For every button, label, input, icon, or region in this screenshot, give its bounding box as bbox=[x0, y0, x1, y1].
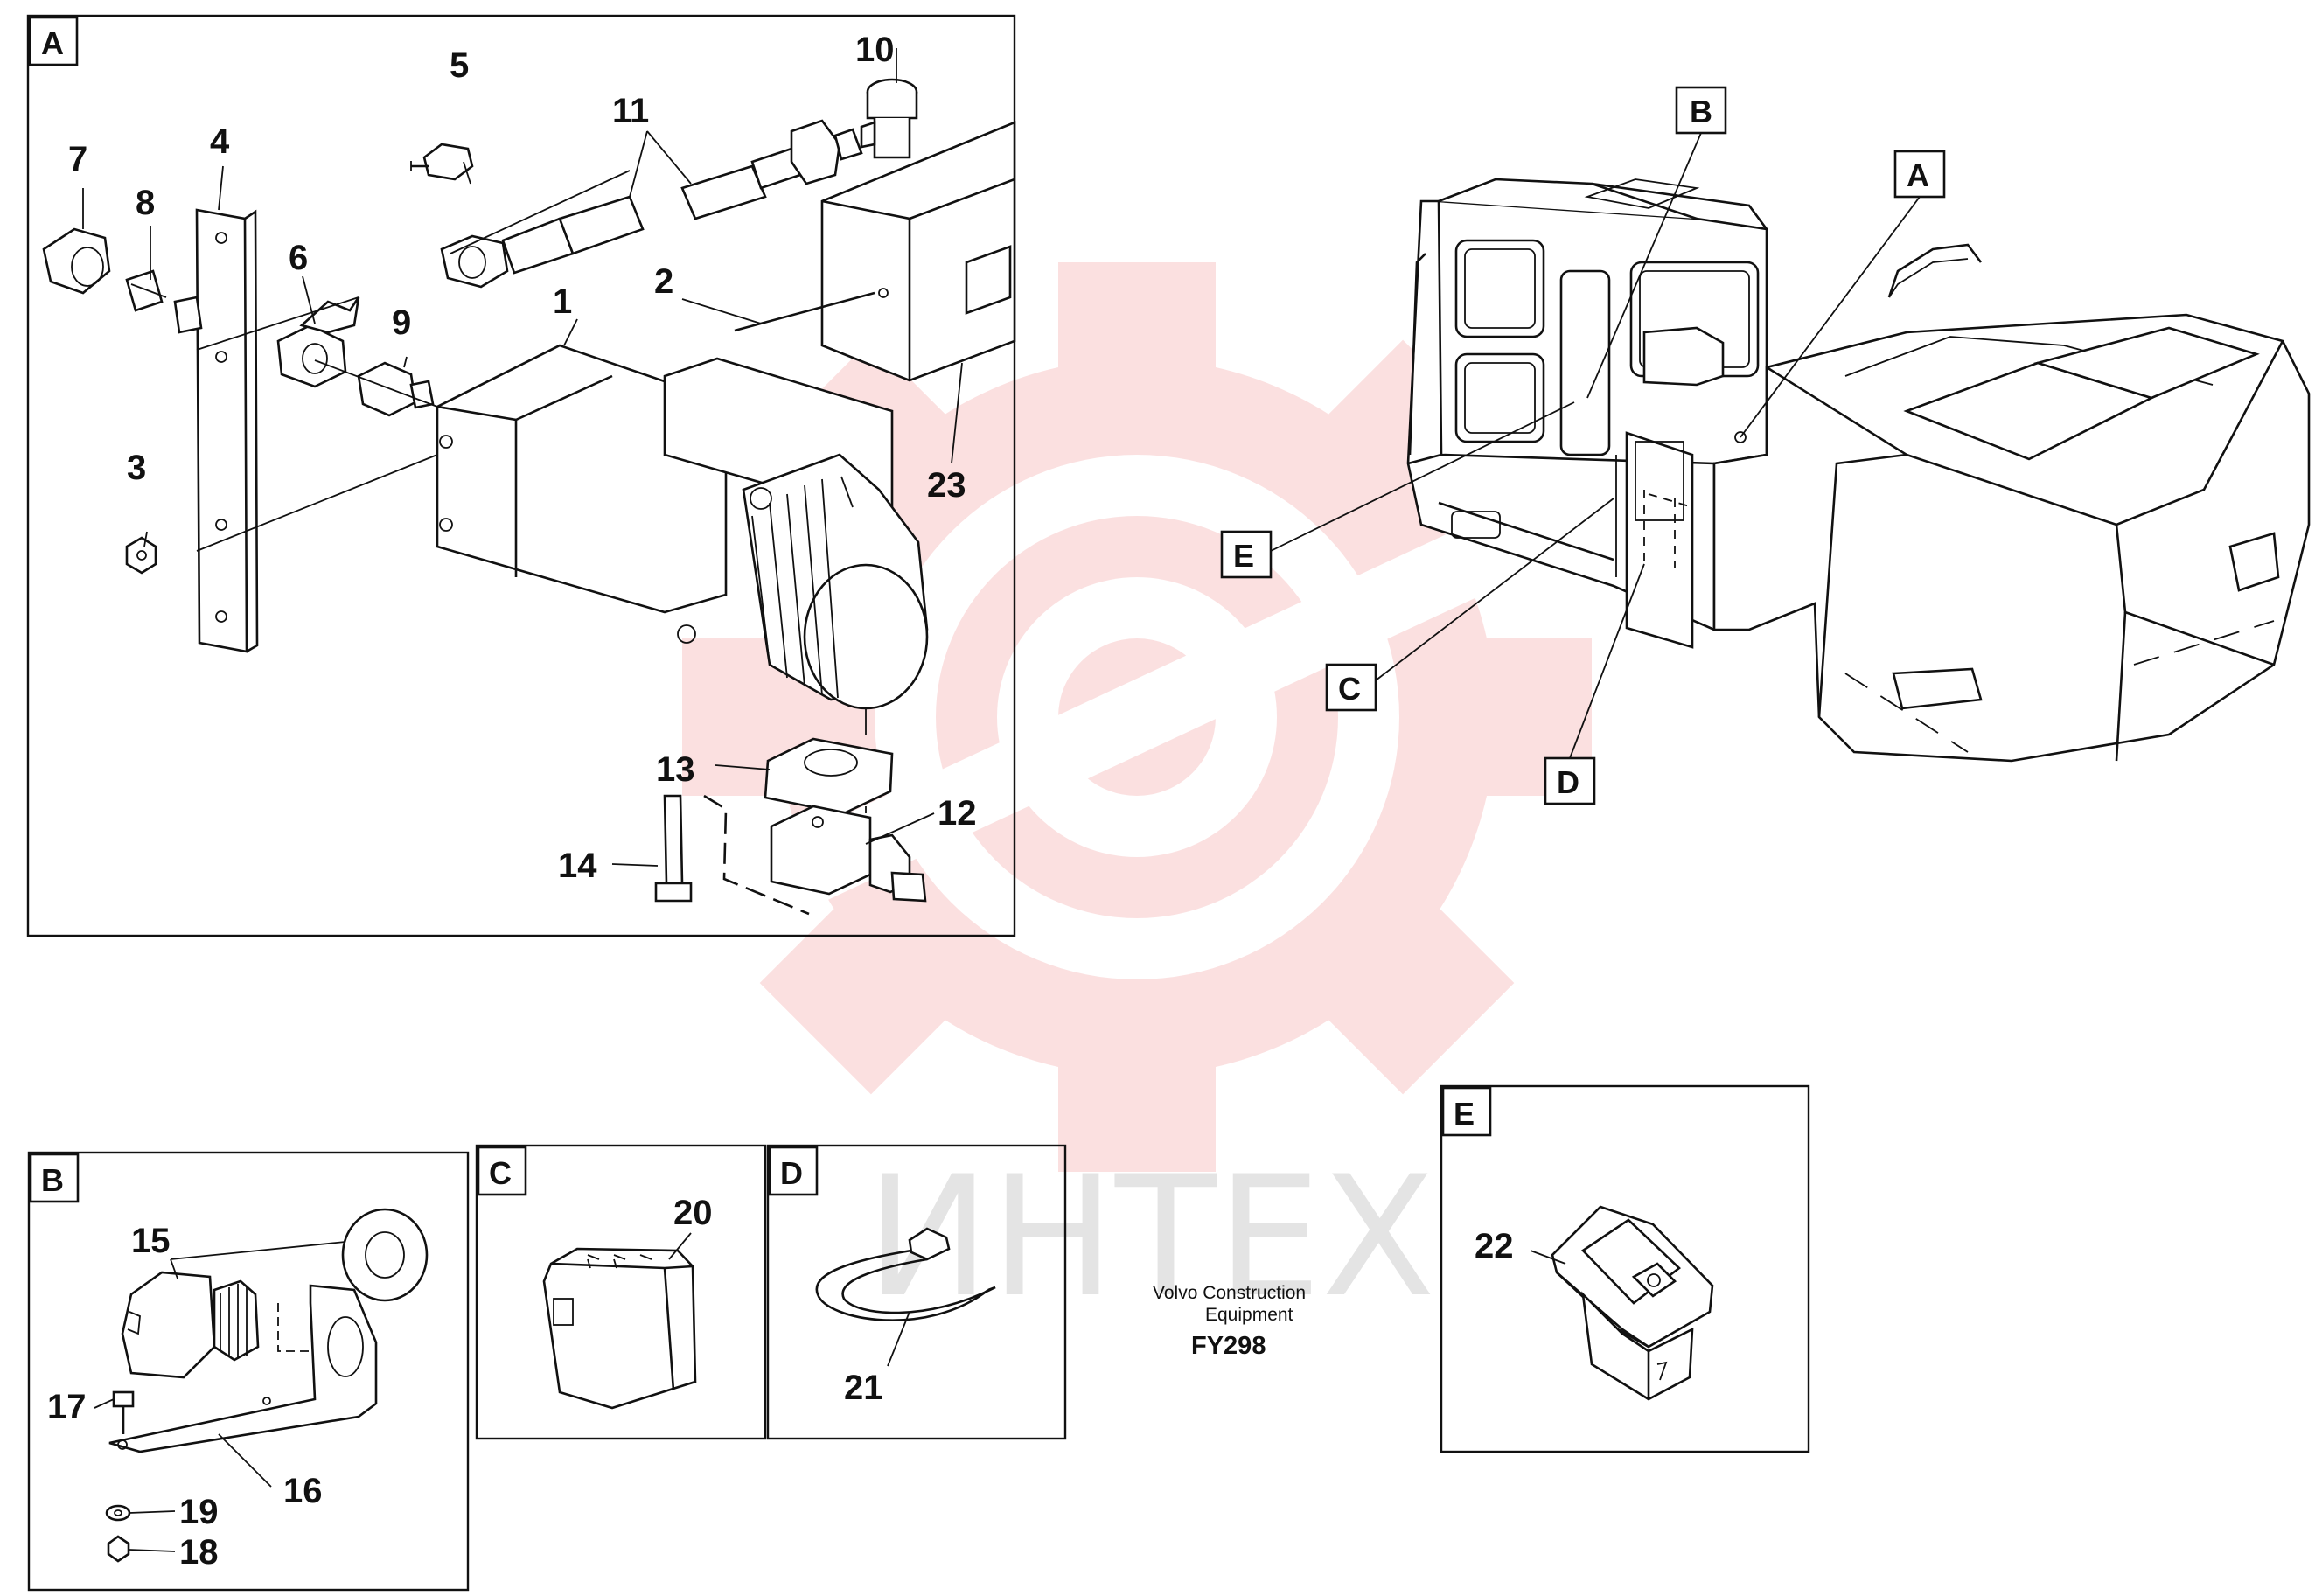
callout-4: 4 bbox=[210, 122, 230, 161]
caption-line-1: Volvo Construction bbox=[1153, 1283, 1306, 1303]
callout-15: 15 bbox=[131, 1222, 171, 1260]
callout-13: 13 bbox=[656, 750, 695, 789]
part-14-screw bbox=[654, 794, 810, 916]
part-1-solenoid-valve bbox=[436, 344, 929, 710]
part-9-fitting bbox=[357, 361, 435, 417]
panel-b-tag-box bbox=[29, 1153, 80, 1203]
part-7-nut bbox=[42, 227, 111, 295]
svg-text:A: A bbox=[1907, 157, 1929, 193]
panel-a-tag: A bbox=[41, 25, 64, 61]
panel-c-tag-box bbox=[477, 1146, 527, 1196]
part-19-washer bbox=[105, 1504, 131, 1522]
leader-21 bbox=[887, 1311, 910, 1367]
overview-tag-e: E bbox=[1220, 401, 1575, 579]
panel-d-frame bbox=[766, 1144, 1067, 1440]
leader-17 bbox=[94, 1398, 115, 1409]
watermark-gear-ring bbox=[778, 359, 1496, 1076]
callout-5: 5 bbox=[450, 46, 469, 85]
callout-12: 12 bbox=[938, 794, 977, 833]
leader-lines-a bbox=[82, 48, 963, 867]
overview-tag-b: B bbox=[1586, 86, 1727, 399]
panel-e: E 22 bbox=[1440, 1084, 1810, 1453]
part-15-switch-housing bbox=[121, 1208, 429, 1379]
callout-14: 14 bbox=[558, 847, 597, 885]
panel-b-frame bbox=[27, 1151, 470, 1592]
panel-a-frame bbox=[26, 14, 1016, 937]
callout-3: 3 bbox=[127, 449, 146, 487]
leader-19 bbox=[129, 1510, 176, 1514]
part-13-connector bbox=[764, 737, 894, 815]
overview-tag-d: D bbox=[1544, 563, 1645, 805]
callout-10: 10 bbox=[855, 31, 895, 69]
panel-b: B 15 bbox=[27, 1151, 470, 1592]
part-10-valve bbox=[860, 78, 918, 192]
diagram-caption: Volvo Construction Equipment FY298 bbox=[1153, 1283, 1306, 1360]
callout-17: 17 bbox=[47, 1388, 87, 1426]
callout-9: 9 bbox=[392, 303, 411, 342]
part-4-bracket bbox=[195, 208, 259, 653]
callout-7: 7 bbox=[68, 140, 87, 178]
part-12-plug bbox=[770, 805, 927, 903]
panel-c-frame bbox=[475, 1144, 767, 1440]
overview-tag-c: C bbox=[1325, 498, 1614, 712]
part-3-nut bbox=[125, 536, 157, 575]
callout-1: 1 bbox=[553, 282, 572, 321]
callout-22: 22 bbox=[1475, 1227, 1514, 1265]
leader-15 bbox=[170, 1241, 346, 1279]
part-6-elbow bbox=[276, 296, 360, 388]
excavator-body bbox=[1625, 243, 2311, 763]
panel-e-frame bbox=[1440, 1084, 1810, 1453]
part-11-hose bbox=[440, 119, 863, 289]
callout-19: 19 bbox=[179, 1493, 219, 1531]
caption-line-2: Equipment bbox=[1205, 1305, 1293, 1325]
part-2-bolt bbox=[734, 291, 875, 332]
panel-d: D 21 bbox=[766, 1144, 1067, 1440]
panel-e-tag: E bbox=[1454, 1096, 1475, 1132]
svg-text:E: E bbox=[1233, 538, 1254, 574]
part-21-cable-tie bbox=[815, 1227, 996, 1321]
panel-a: A bbox=[26, 14, 1016, 937]
leader-20 bbox=[668, 1232, 692, 1260]
callout-23: 23 bbox=[927, 466, 966, 505]
overview-tag-a: A bbox=[1740, 150, 1946, 438]
part-23-block bbox=[820, 121, 1016, 382]
panel-e-tag-box bbox=[1441, 1086, 1492, 1137]
callout-18: 18 bbox=[179, 1533, 219, 1572]
panel-b-tag: B bbox=[41, 1162, 64, 1198]
callout-11: 11 bbox=[612, 92, 649, 130]
svg-text:C: C bbox=[1338, 671, 1361, 707]
part-17-screw bbox=[112, 1390, 135, 1434]
part-22-rocker-switch bbox=[1551, 1205, 1714, 1401]
leader-22 bbox=[1530, 1250, 1566, 1265]
excavator-overview: B A E C D bbox=[1220, 86, 2311, 805]
leader-18 bbox=[129, 1549, 176, 1552]
svg-text:B: B bbox=[1690, 94, 1712, 129]
svg-text:D: D bbox=[1557, 764, 1579, 800]
callout-21: 21 bbox=[844, 1369, 883, 1407]
part-20-relay bbox=[542, 1247, 697, 1410]
part-18-nut bbox=[107, 1535, 130, 1563]
panel-d-tag-box bbox=[768, 1146, 819, 1196]
callout-20: 20 bbox=[673, 1194, 713, 1232]
caption-code: FY298 bbox=[1191, 1332, 1266, 1360]
panel-c-tag: C bbox=[489, 1155, 512, 1191]
panel-d-tag: D bbox=[780, 1155, 803, 1191]
leader-16 bbox=[218, 1433, 272, 1488]
callout-6: 6 bbox=[289, 239, 308, 277]
panel-a-tag-box bbox=[28, 16, 79, 66]
part-5-screw bbox=[410, 143, 474, 181]
callout-2: 2 bbox=[654, 262, 673, 301]
callout-16: 16 bbox=[283, 1472, 323, 1510]
part-8-fitting bbox=[125, 269, 203, 334]
panel-c: C 20 bbox=[475, 1144, 767, 1440]
callout-8: 8 bbox=[136, 184, 155, 222]
part-16-bracket bbox=[108, 1284, 378, 1453]
